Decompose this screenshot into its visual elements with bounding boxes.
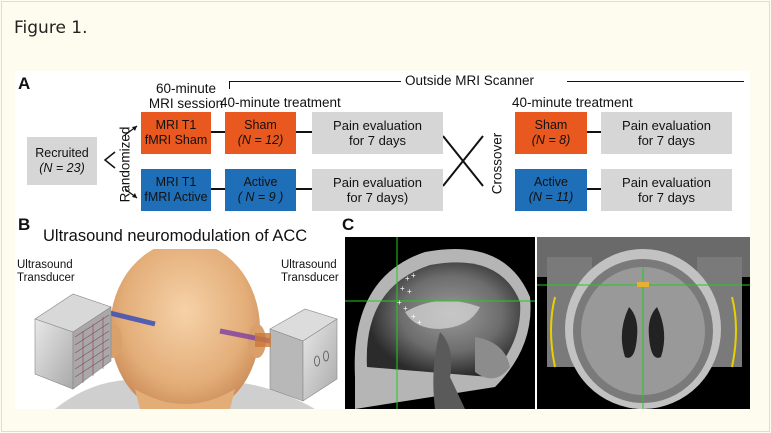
pain-eval-2-box: Pain evaluation for 7 days) xyxy=(312,169,443,211)
sham-1-line-2: (N = 12) xyxy=(237,133,284,147)
sham-2-line-1: Sham xyxy=(534,118,568,132)
sagittal-mri-image: ++ +++ +++ xyxy=(345,237,535,409)
pain-eval-4-box: Pain evaluation for 7 days xyxy=(601,169,732,211)
panel-b-label: B xyxy=(18,215,31,234)
pain-eval-3-line-2: for 7 days xyxy=(637,133,696,148)
active-2-line-2: (N = 11) xyxy=(528,190,574,204)
mri-sham-box: MRI T1 fMRI Sham xyxy=(141,112,211,154)
left-transducer xyxy=(34,293,112,390)
right-transducer-line-1: Ultrasound xyxy=(281,259,337,271)
figure-panel: A Outside MRI Scanner 60-minute MRI sess… xyxy=(15,71,750,409)
active-1-box: Active ( N = 9 ) xyxy=(225,169,296,211)
panel-c-label: C xyxy=(342,215,355,234)
right-transducer-line-2: Transducer xyxy=(281,272,339,284)
neck xyxy=(135,389,235,409)
right-transducer xyxy=(255,308,338,402)
svg-text:+: + xyxy=(407,287,412,296)
pain-eval-3-line-1: Pain evaluation xyxy=(622,118,711,133)
head-illustration xyxy=(15,249,343,409)
recruited-line-1: Recruited xyxy=(35,146,89,160)
recruited-box: Recruited (N = 23) xyxy=(27,137,97,185)
svg-text:+: + xyxy=(411,312,416,321)
active-1-line-2: ( N = 9 ) xyxy=(237,190,284,204)
pain-eval-1-line-2: for 7 days xyxy=(348,133,407,148)
axial-mri-image xyxy=(537,237,750,409)
mri-sham-line-1: MRI T1 xyxy=(155,118,197,132)
mri-active-line-2: fMRI Active xyxy=(144,190,208,204)
mri-active-line-1: MRI T1 xyxy=(155,175,197,189)
left-transducer-line-2: Transducer xyxy=(17,272,75,284)
svg-text:+: + xyxy=(417,318,422,327)
recruited-line-2: (N = 23) xyxy=(39,161,85,175)
outside-scanner-label: Outside MRI Scanner xyxy=(405,73,535,88)
right-transducer-label: Ultrasound Transducer xyxy=(281,259,339,285)
mri-sham-line-2: fMRI Sham xyxy=(144,133,208,147)
active-2-line-1: Active xyxy=(533,175,569,189)
pain-eval-4-line-2: for 7 days xyxy=(637,190,696,205)
sham-1-box: Sham (N = 12) xyxy=(225,112,296,154)
panel-a-connectors xyxy=(103,125,601,199)
sham-2-line-2: (N = 8) xyxy=(531,133,571,147)
mri-session-label: 60-minute MRI session xyxy=(140,81,232,111)
pain-eval-2-line-1: Pain evaluation xyxy=(333,175,422,190)
pain-eval-1-box: Pain evaluation for 7 days xyxy=(312,112,443,154)
active-2-box: Active (N = 11) xyxy=(515,169,587,211)
sham-1-line-1: Sham xyxy=(244,118,277,132)
crossover-label: Crossover xyxy=(489,132,505,195)
left-transducer-label: Ultrasound Transducer xyxy=(17,259,75,285)
pain-eval-4-line-1: Pain evaluation xyxy=(622,175,711,190)
svg-text:+: + xyxy=(397,298,402,307)
panel-a-label: A xyxy=(18,74,31,93)
head-shape xyxy=(110,249,260,409)
panel-b-title: Ultrasound neuromodulation of ACC xyxy=(43,227,308,245)
session-line-2: MRI session xyxy=(148,96,224,111)
treatment-left-label: 40-minute treatment xyxy=(220,95,341,110)
treatment-right-label: 40-minute treatment xyxy=(512,95,633,110)
session-line-1: 60-minute xyxy=(155,81,217,96)
left-transducer-line-1: Ultrasound xyxy=(17,259,73,271)
outside-scanner-bracket xyxy=(229,81,744,89)
head-transducer-drawing xyxy=(34,249,338,409)
pain-eval-3-box: Pain evaluation for 7 days xyxy=(601,112,732,154)
svg-text:+: + xyxy=(405,274,410,283)
active-1-line-1: Active xyxy=(243,175,278,189)
pain-eval-2-line-2: for 7 days) xyxy=(346,190,409,205)
axial-mri-drawing xyxy=(537,237,750,409)
svg-text:+: + xyxy=(403,304,408,313)
sagittal-mri-drawing: ++ +++ +++ xyxy=(345,237,535,409)
pain-eval-1-line-1: Pain evaluation xyxy=(333,118,422,133)
svg-text:+: + xyxy=(411,271,416,280)
mri-active-box: MRI T1 fMRI Active xyxy=(141,169,211,211)
sham-2-box: Sham (N = 8) xyxy=(515,112,587,154)
svg-text:+: + xyxy=(400,284,405,293)
figure-title: Figure 1. xyxy=(14,18,88,38)
